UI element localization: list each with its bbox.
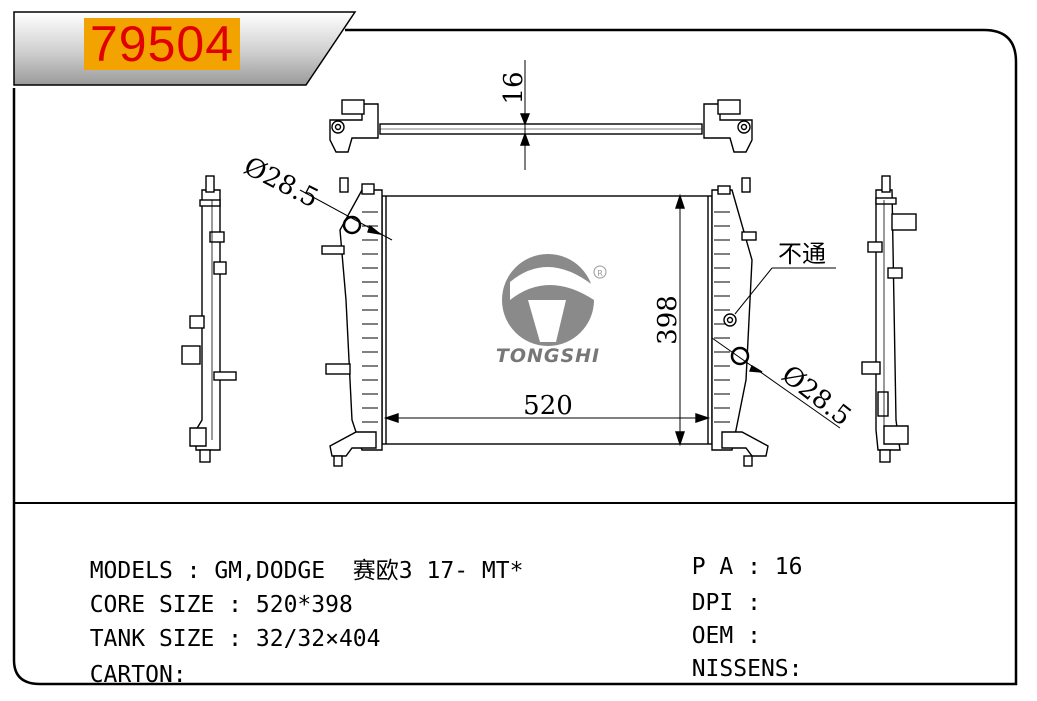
spec-oem: OEM : xyxy=(664,597,775,649)
spec-core-size: CORE SIZE : 520*398 xyxy=(62,566,353,618)
logo-wordmark: TONGSHI xyxy=(496,345,600,367)
spec-core-size-value: 520*398 xyxy=(255,592,353,618)
spec-nissens: NISSENS: xyxy=(664,630,803,682)
blocked-note: 不通 xyxy=(778,240,826,268)
diameter-left-label: Ø28.5 xyxy=(239,152,323,215)
spec-tank-size: TANK SIZE : 32/32×404 xyxy=(62,600,381,652)
spec-dpi: DPI : xyxy=(664,564,775,616)
spec-pa-label: P A : xyxy=(691,554,775,580)
outer-frame xyxy=(12,28,1018,686)
dim-top-label: 16 xyxy=(499,71,529,104)
registered-mark: R xyxy=(597,269,603,278)
left-side-view xyxy=(181,175,237,463)
spec-carton: CARTON: xyxy=(62,636,187,688)
spec-pa-value: 16 xyxy=(774,554,803,580)
spec-nissens-label: NISSENS: xyxy=(691,656,803,682)
spec-pa: P A : 16 xyxy=(664,528,803,580)
spec-carton-label: CARTON: xyxy=(89,662,187,688)
left-inlet-port xyxy=(342,215,362,235)
spec-models: MODELS : GM,DODGE 赛欧3 17- MT* xyxy=(62,532,524,584)
spec-core-size-label: CORE SIZE : xyxy=(89,592,256,618)
spec-models-label: MODELS : xyxy=(89,558,215,584)
spec-models-value: GM,DODGE 赛欧3 17- MT* xyxy=(214,558,524,584)
spec-tank-size-label: TANK SIZE : xyxy=(89,626,256,652)
dim-height-label: 398 xyxy=(653,295,683,345)
spec-tank-size-value: 32/32×404 xyxy=(255,626,381,652)
part-number-badge: 79504 xyxy=(84,18,241,70)
dim-width-label: 520 xyxy=(523,391,573,421)
top-view xyxy=(329,60,753,170)
diameter-right-label: Ø28.5 xyxy=(776,360,857,432)
brand-logo xyxy=(502,254,607,346)
spec-dpi-label: DPI : xyxy=(691,590,775,616)
spec-oem-label: OEM : xyxy=(691,623,775,649)
right-side-view xyxy=(861,175,917,463)
